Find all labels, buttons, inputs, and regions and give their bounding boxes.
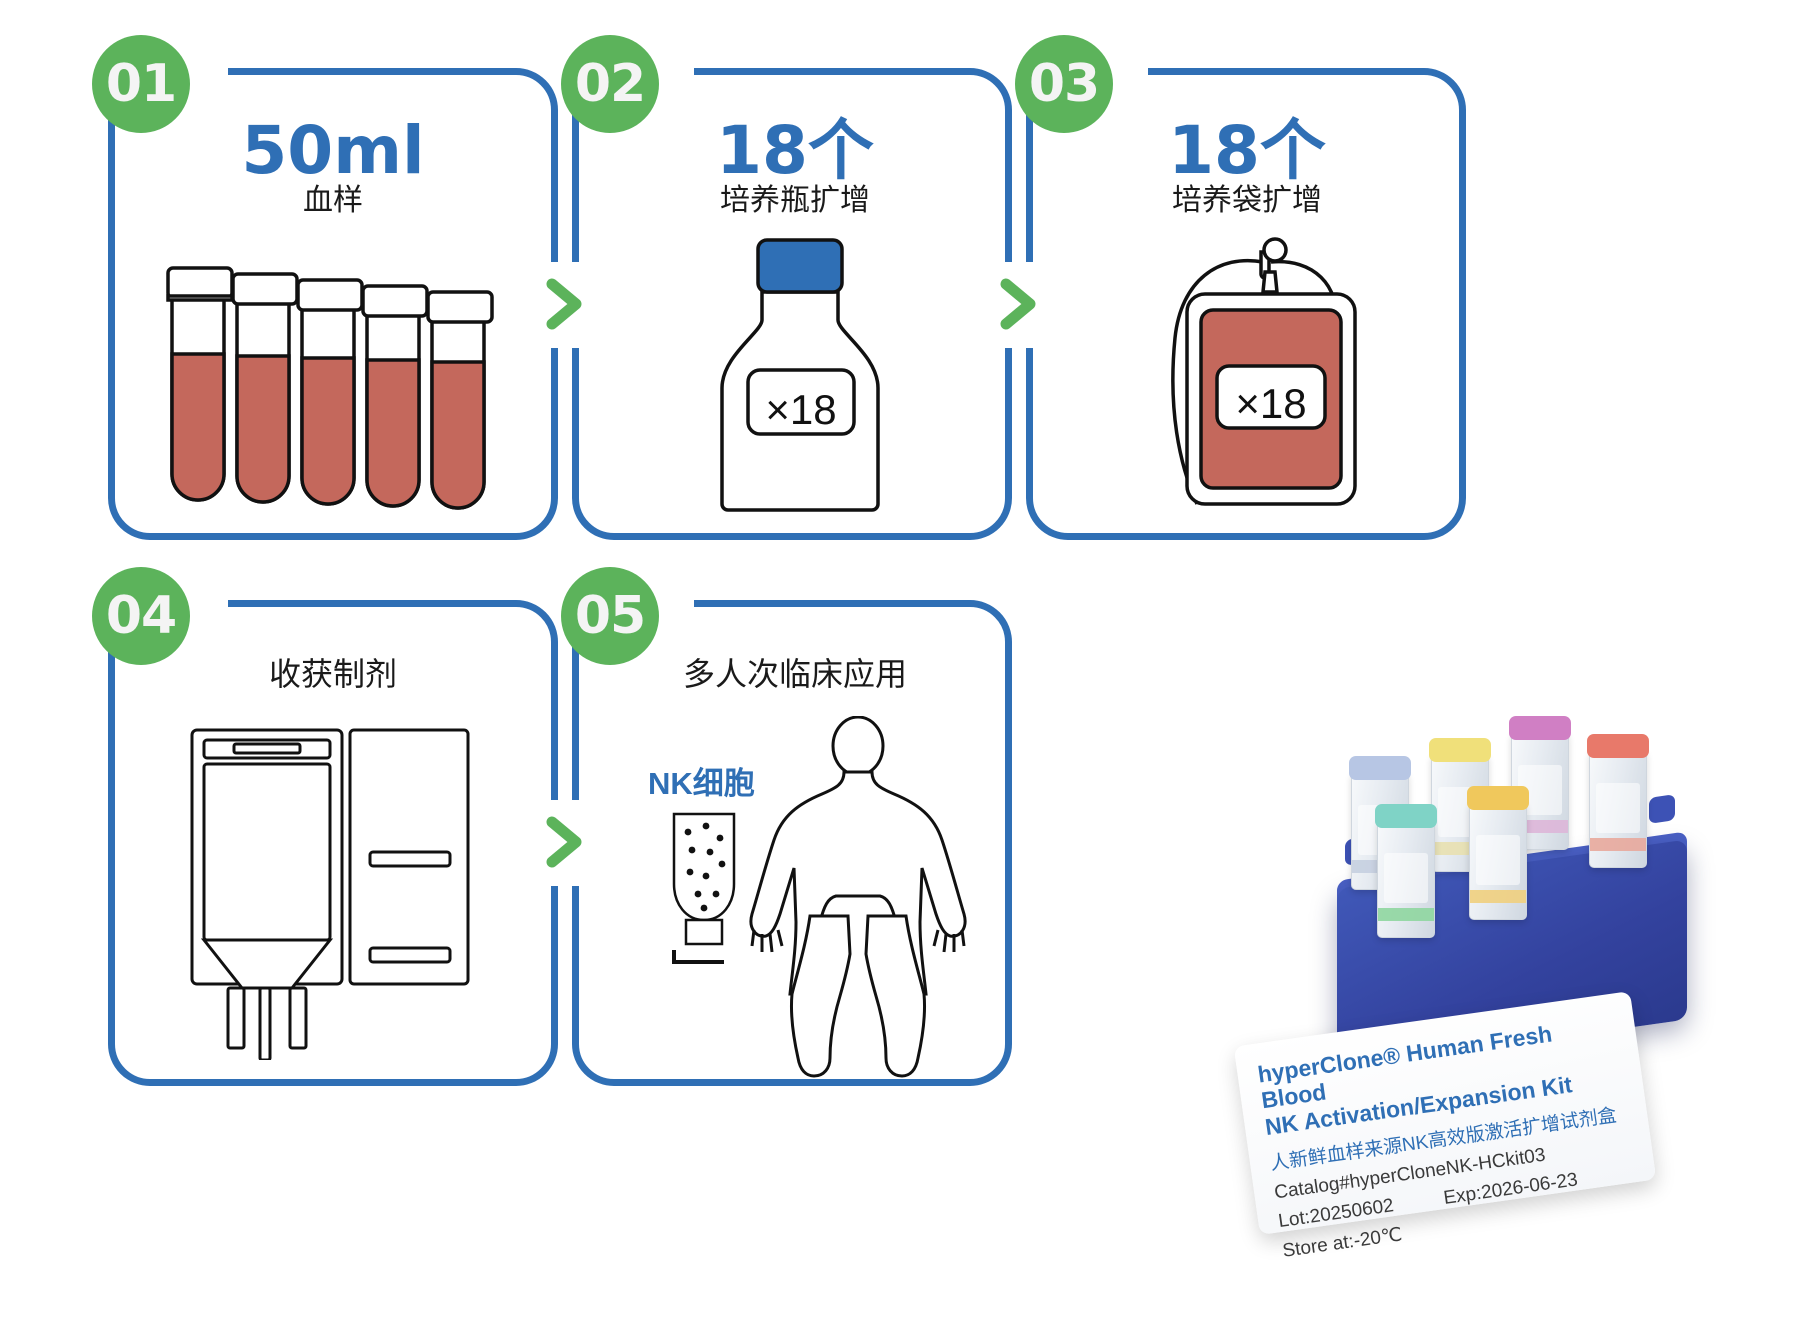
product-label-card: hyperClone® Human Fresh Blood NK Activat…	[1233, 991, 1657, 1262]
step-badge-01-label: 01	[105, 54, 177, 114]
vial-6-band	[1470, 890, 1526, 903]
bag-multiplier-label: ×18	[1235, 380, 1307, 427]
arrow-step-4-to-5	[536, 806, 592, 883]
nk-cell-label: NK细胞	[648, 766, 755, 801]
human-body-icon	[748, 715, 968, 1089]
rack-nub-right	[1649, 794, 1675, 824]
step-badge-02-label: 02	[574, 54, 646, 114]
vial-3-cap	[1509, 716, 1571, 740]
blood-collection-tubes-icon	[160, 262, 500, 529]
step-badge-03-label: 03	[1028, 54, 1100, 114]
step-04-caption: 收获制剂	[268, 656, 397, 692]
arrow-step-1-to-2	[536, 268, 592, 345]
vial-4-liquid	[1596, 783, 1640, 833]
lot-exp-spacer	[1400, 1205, 1440, 1211]
step-03-headline: 18个	[1168, 112, 1326, 189]
step-badge-03[interactable]: 03	[1015, 35, 1113, 133]
vial-2-cap	[1429, 738, 1491, 762]
vial-5-band	[1378, 908, 1434, 921]
step-01-headline: 50ml	[241, 112, 425, 189]
step-03-caption: 培养袋扩增	[1172, 184, 1322, 217]
step-badge-04[interactable]: 04	[92, 567, 190, 665]
vial-4-cap	[1587, 734, 1649, 758]
product-kit-photo: hyperClone® Human Fresh Blood NK Activat…	[1233, 716, 1775, 1262]
vial-5-cap	[1375, 804, 1437, 828]
vial-6	[1467, 786, 1529, 920]
vial-1-cap	[1349, 756, 1411, 780]
harvest-bag-icon	[182, 720, 482, 1065]
step-05-caption: 多人次临床应用	[682, 656, 907, 692]
flask-multiplier-label: ×18	[765, 386, 837, 433]
culture-bag-icon	[1135, 228, 1385, 523]
step-badge-05-label: 05	[574, 586, 646, 646]
vial-5-liquid	[1384, 853, 1428, 903]
step-02-caption: 培养瓶扩增	[720, 184, 870, 217]
vial-4-band	[1590, 838, 1646, 851]
step-02-headline: 18个	[716, 112, 874, 189]
vial-6-cap	[1467, 786, 1529, 810]
step-01-caption: 血样	[303, 184, 363, 217]
step-badge-02[interactable]: 02	[561, 35, 659, 133]
arrow-step-2-to-3	[990, 268, 1046, 345]
vial-4	[1587, 734, 1649, 868]
culture-flask-icon	[700, 228, 900, 523]
vial-5	[1375, 804, 1437, 938]
step-badge-05[interactable]: 05	[561, 567, 659, 665]
step-badge-01[interactable]: 01	[92, 35, 190, 133]
step-badge-04-label: 04	[105, 586, 177, 646]
nk-cell-cluster-icon	[660, 808, 770, 973]
vial-6-liquid	[1476, 835, 1520, 885]
